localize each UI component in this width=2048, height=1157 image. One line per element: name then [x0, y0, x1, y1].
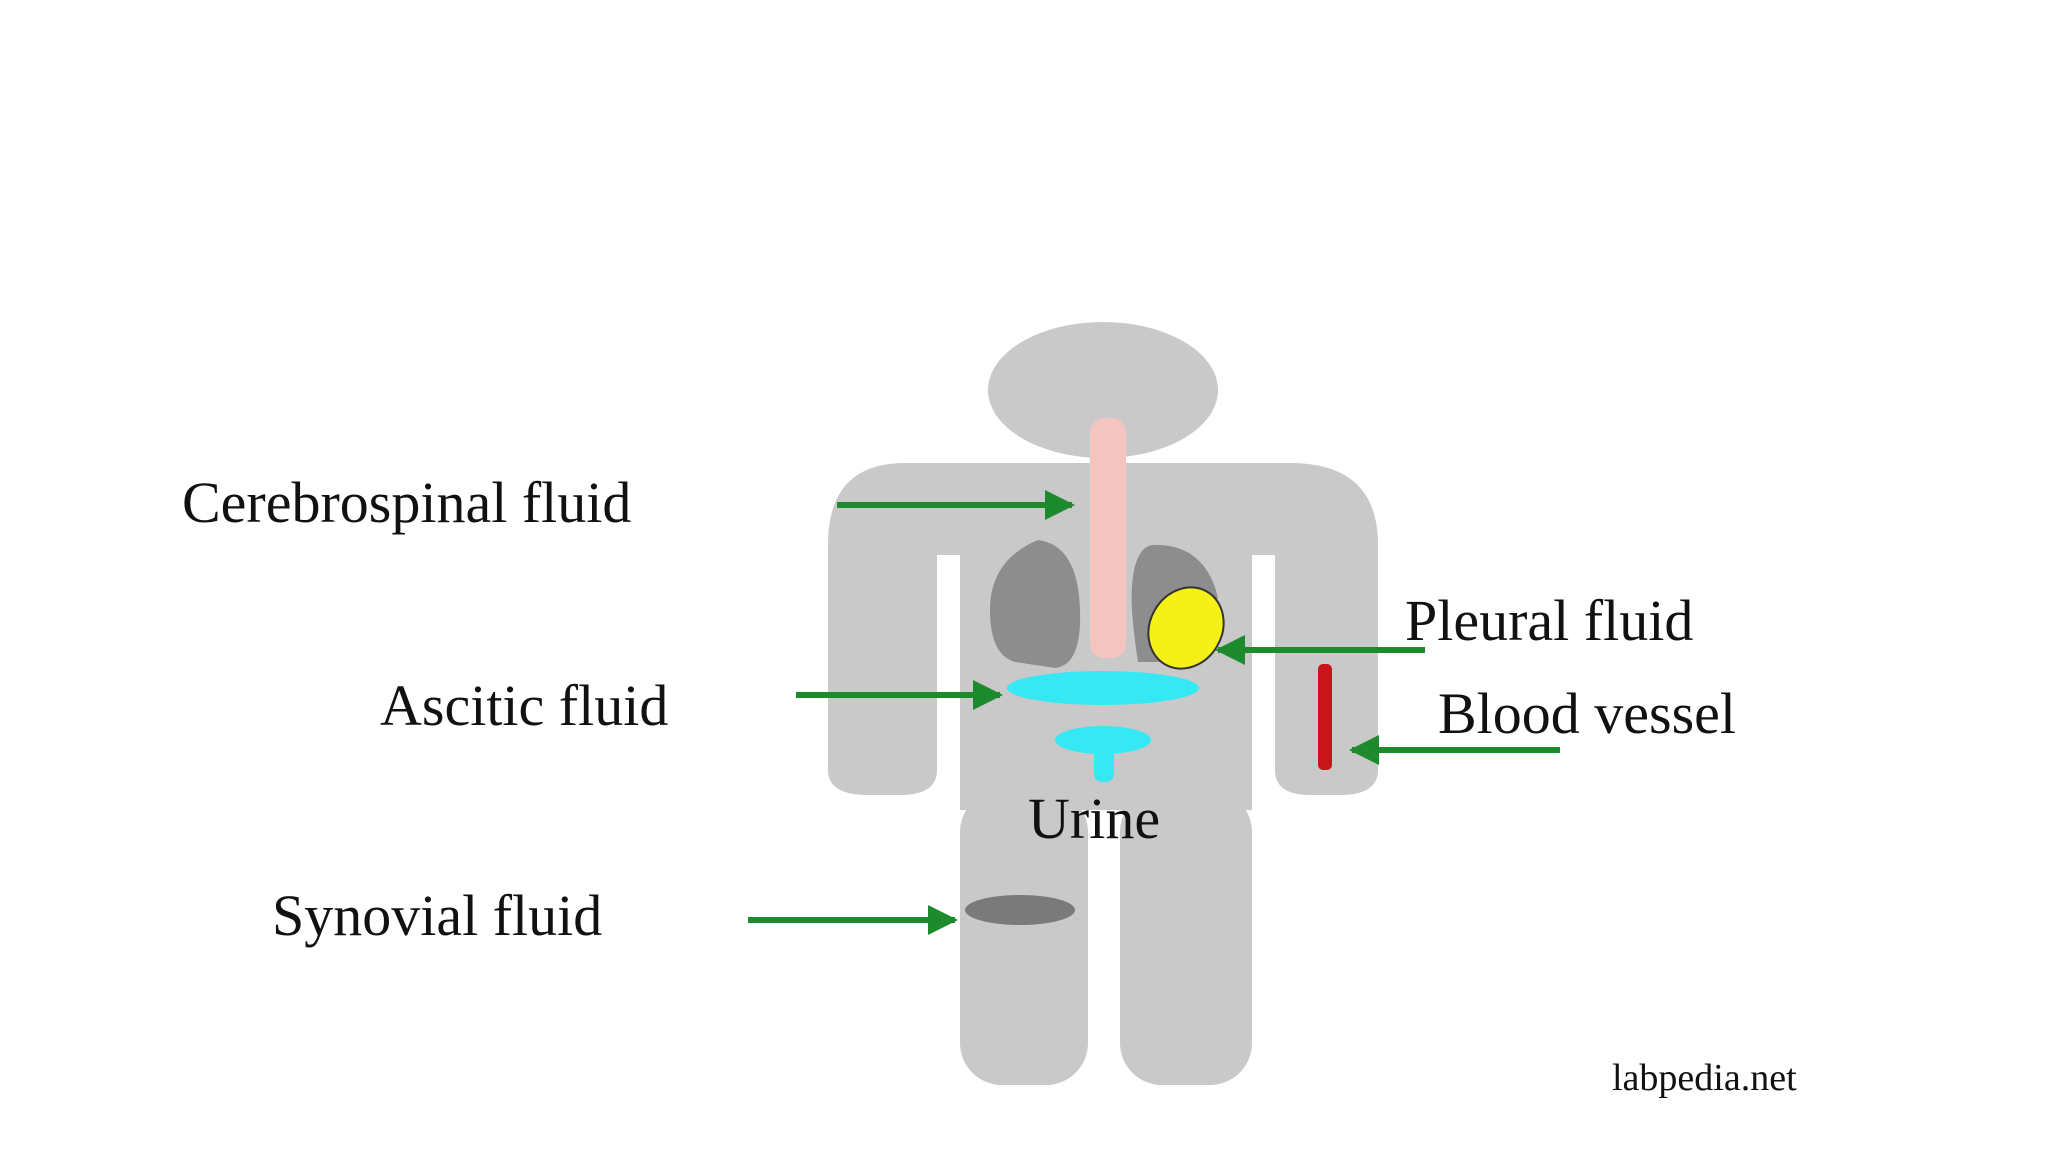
head	[988, 322, 1218, 458]
urethra	[1094, 748, 1114, 782]
left-leg	[960, 790, 1088, 1085]
label-ascitic-fluid: Ascitic fluid	[380, 673, 668, 738]
site-credit: labpedia.net	[1612, 1057, 1797, 1099]
label-blood-vessel: Blood vessel	[1438, 681, 1736, 746]
blood-vessel	[1318, 664, 1332, 770]
label-synovial-fluid: Synovial fluid	[272, 883, 602, 948]
bladder	[1055, 726, 1151, 754]
spinal-cord	[1090, 418, 1126, 658]
ascitic-fluid-pool	[1007, 671, 1199, 705]
label-cerebrospinal-fluid: Cerebrospinal fluid	[182, 470, 631, 535]
left-lung	[990, 540, 1081, 668]
label-urine: Urine	[1028, 786, 1160, 851]
right-leg	[1120, 790, 1252, 1085]
synovial-joint	[965, 895, 1075, 925]
pointer-arrows	[748, 490, 1560, 935]
label-pleural-fluid: Pleural fluid	[1405, 588, 1693, 653]
